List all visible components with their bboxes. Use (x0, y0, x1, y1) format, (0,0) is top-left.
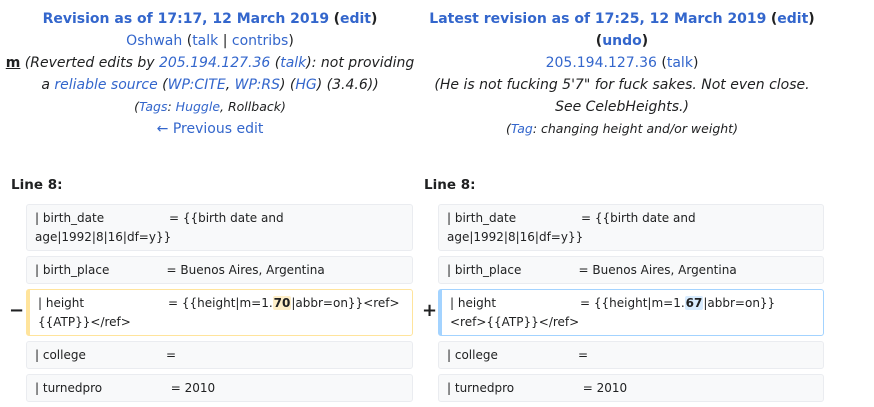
right-talk-link[interactable]: talk (666, 55, 693, 71)
tag-link[interactable]: Tag (510, 121, 533, 136)
left-context-birth-date: | birth_date = {{birth date and age|1992… (26, 204, 413, 251)
right-context-turnedpro: | turnedpro = 2010 (438, 374, 824, 402)
summary-ip-link[interactable]: 205.194.127.36 (158, 55, 271, 71)
left-user-link[interactable]: Oshwah (126, 33, 183, 49)
added-line-height: | height = {{height|m=1.67|abbr=on}} <re… (438, 289, 824, 336)
left-contribs-link[interactable]: contribs (231, 33, 289, 49)
left-edit-link[interactable]: edit (339, 11, 371, 27)
right-edit-summary-1: (He is not fucking 5'7" for fuck sakes. … (434, 77, 810, 93)
left-talk-link[interactable]: talk (192, 33, 219, 49)
addition-marker: + (422, 300, 438, 321)
left-context-birth-place: | birth_place = Buenos Aires, Argentina (26, 256, 413, 284)
deleted-text-highlight: 70 (272, 296, 292, 310)
left-revision-title-link[interactable]: Revision as of 17:17, 12 March 2019 (42, 11, 330, 27)
huggle-tag-link[interactable]: Huggle (175, 99, 221, 114)
wp-cite-link[interactable]: WP:CITE (167, 77, 226, 93)
left-revision-header: Revision as of 17:17, 12 March 2019 (edi… (0, 8, 420, 140)
right-ip-link[interactable]: 205.194.127.36 (545, 55, 657, 71)
right-revision-title-link[interactable]: Latest revision as of 17:25, 12 March 20… (429, 11, 767, 27)
right-revision-header: Latest revision as of 17:25, 12 March 20… (412, 8, 832, 140)
right-context-college: | college = (438, 341, 824, 369)
left-line-number: Line 8: (11, 177, 63, 193)
deleted-line-height: | height = {{height|m=1.70|abbr=on}}<ref… (26, 289, 413, 336)
tags-link[interactable]: Tags (139, 99, 168, 114)
left-context-college: | college = (26, 341, 413, 369)
left-context-turnedpro: | turnedpro = 2010 (26, 374, 413, 402)
deletion-marker: − (9, 300, 25, 321)
summary-talk-link[interactable]: talk (280, 55, 307, 71)
wp-rs-link[interactable]: WP:RS (234, 77, 280, 93)
right-context-birth-place: | birth_place = Buenos Aires, Argentina (438, 256, 824, 284)
right-tags: (Tag: changing height and/or weight) (506, 121, 738, 136)
right-line-number: Line 8: (424, 177, 476, 193)
left-tags: (Tags: Huggle, Rollback) (134, 99, 286, 114)
minor-edit-marker: m (5, 55, 21, 71)
right-edit-summary-2: See CelebHeights.) (555, 99, 689, 115)
reliable-source-link[interactable]: reliable source (54, 77, 158, 93)
previous-edit-link[interactable]: ← Previous edit (156, 121, 264, 137)
right-context-birth-date: | birth_date = {{birth date and age|1992… (438, 204, 824, 251)
left-edit-summary: m (Reverted edits by 205.194.127.36 (tal… (5, 55, 415, 71)
added-text-highlight: 67 (684, 296, 704, 310)
hg-link[interactable]: HG (295, 77, 317, 93)
undo-link[interactable]: undo (602, 33, 642, 49)
right-edit-link[interactable]: edit (777, 11, 809, 27)
